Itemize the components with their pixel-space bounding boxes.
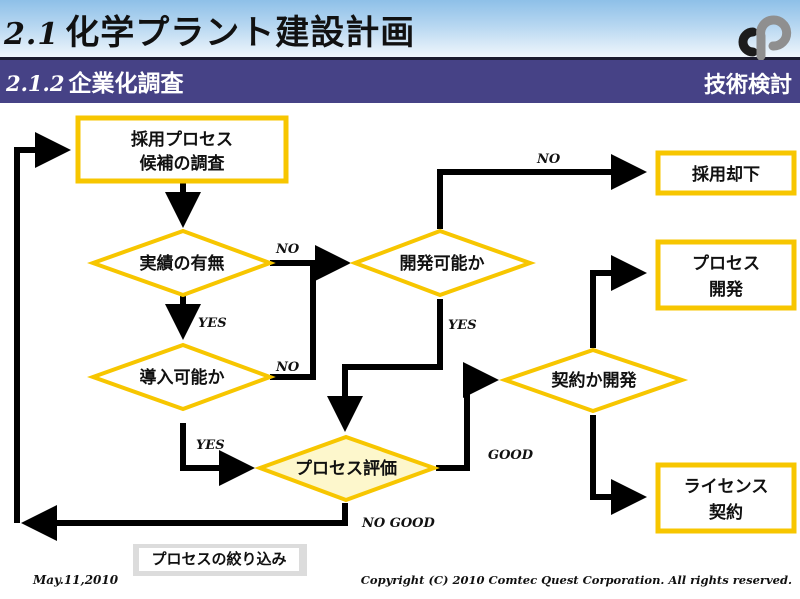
node-survey: 採用プロセス 候補の調査 [75,115,289,184]
node-importable: 導入可能か [87,342,276,412]
company-logo-icon [738,15,792,60]
page-title-number: 2.1 [4,17,60,52]
section-title-text: 企業化調査 [68,71,184,97]
node-survey-line2: 候補の調査 [140,153,226,174]
label-developable-no: NO [536,152,561,167]
node-survey-line1: 採用プロセス [131,129,233,150]
node-track-record: 実績の有無 [87,228,276,298]
label-developable-yes: YES [448,318,477,333]
label-import-yes: YES [196,438,225,453]
arrow-contract-to-processdev [590,255,647,348]
footer-date: May.11,2010 [33,573,119,587]
title-band [0,0,800,58]
node-developable-text: 開発可能か [400,253,485,274]
label-track-yes: YES [198,316,227,331]
arrow-loop-to-survey [14,132,71,523]
node-rejected-text: 採用却下 [692,164,760,185]
node-contract-or-develop-text: 契約か開発 [551,370,638,391]
label-import-no: NO [275,360,300,375]
arrow-developable-no-to-reject [437,154,647,229]
node-evaluation: プロセス評価 [254,434,440,503]
node-license: ライセンス 契約 [655,462,797,534]
node-importable-text: 導入可能か [140,367,225,388]
label-eval-good: GOOD [488,448,534,463]
node-process-dev-line2: 開発 [709,279,744,300]
process-narrowing-button[interactable]: プロセスの絞り込み [133,544,307,576]
section-category: 技術検討 [703,73,792,98]
node-process-dev-line1: プロセス [692,253,760,274]
arrow-developable-yes-to-eval [327,299,443,432]
process-narrowing-label: プロセスの絞り込み [139,548,299,571]
node-evaluation-text: プロセス評価 [295,458,397,479]
arrow-contract-to-license [590,415,647,515]
flowchart: 採用プロセス 候補の調査 採用却下 プロセス 開発 ライセンス 契約 実績の有無… [14,115,797,541]
node-developable: 開発可能か [349,228,536,298]
arrow-eval-nogood-to-survey [21,503,348,541]
node-contract-or-develop: 契約か開発 [498,347,689,414]
label-eval-nogood: NO GOOD [361,516,435,531]
arrow-eval-good-to-contract [436,362,499,471]
section-number: 2.1.2 [6,71,65,96]
node-process-dev: プロセス 開発 [655,239,797,311]
node-track-record-text: 実績の有無 [140,253,225,274]
page-title-text: 化学プラント建設計画 [65,13,416,53]
node-license-line1: ライセンス [684,477,769,497]
arrow-import-yes-to-eval [180,423,255,486]
label-track-no: NO [275,242,300,257]
node-rejected: 採用却下 [655,150,797,196]
line-import-no [270,263,316,380]
title-divider [0,57,800,60]
footer-copyright: Copyright (C) 2010 Comtec Quest Corporat… [360,573,792,587]
node-license-line2: 契約 [708,502,743,523]
